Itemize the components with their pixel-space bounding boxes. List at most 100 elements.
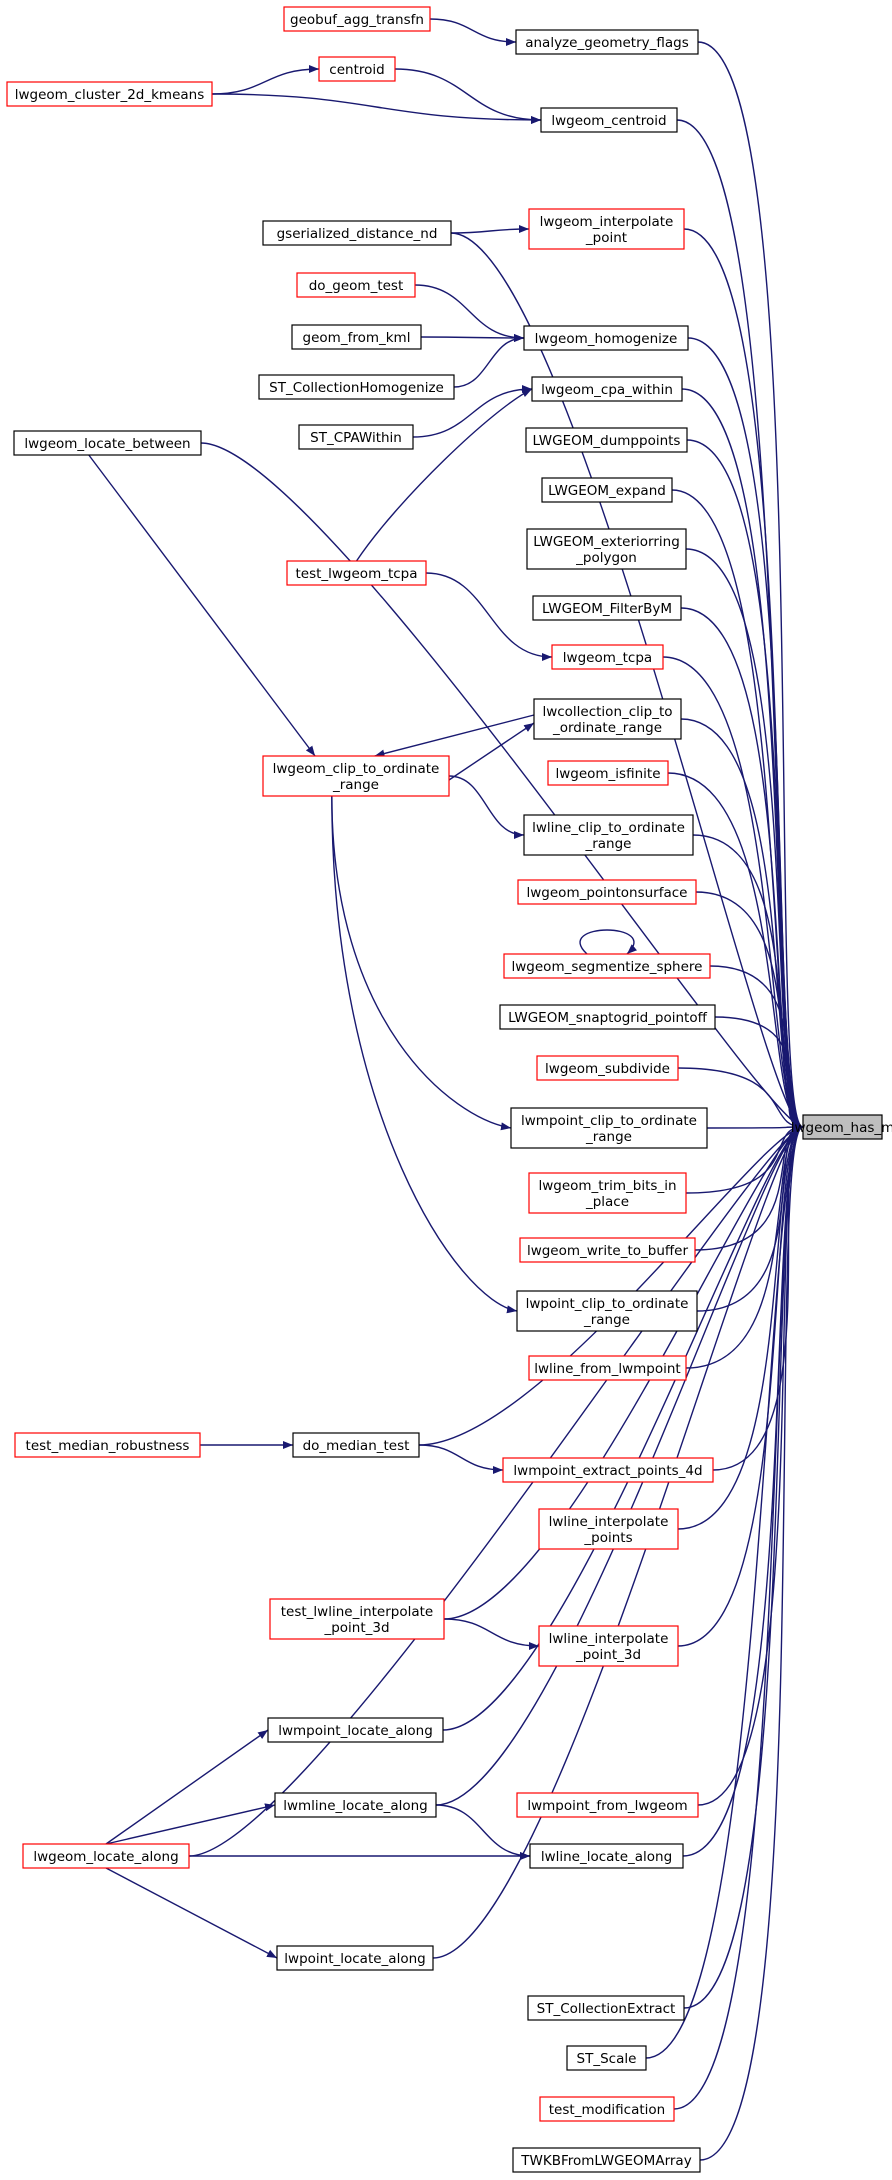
node-label: ST_CollectionHomogenize — [269, 380, 444, 396]
node-label: lwgeom_interpolate — [540, 214, 674, 230]
edge-test-lwgeom-tcpa-to-lwgeom-tcpa — [425, 572, 553, 661]
edge-lwgeom-write-to-buffer-to-lwgeom-has-m — [694, 1123, 804, 1251]
node-label: lwgeom_cluster_2d_kmeans — [15, 87, 205, 103]
edge-st-collectionextract-to-lwgeom-has-m — [683, 1123, 804, 2009]
node-box — [6, 81, 213, 107]
node-analyze-geometry-flags[interactable]: analyze_geometry_flags — [515, 29, 699, 55]
node-geobuf-agg-transfn[interactable]: geobuf_agg_transfn — [283, 6, 431, 32]
node-lwgeom-segmentize-sphere[interactable]: lwgeom_segmentize_sphere — [503, 953, 711, 979]
node-label: _point — [585, 230, 627, 246]
node-box — [516, 1792, 699, 1818]
node-geom-from-kml[interactable]: geom_from_kml — [291, 324, 422, 350]
node-label: lwmpoint_from_lwgeom — [527, 1798, 687, 1814]
node-lwgeom-clip-to-ordinate-range[interactable]: lwgeom_clip_to_ordinate_range — [262, 755, 450, 797]
node-twkbfromlwgeomarray[interactable]: TWKBFromLWGEOMArray — [512, 2147, 701, 2173]
node-lwgeom-cluster-2d-kmeans[interactable]: lwgeom_cluster_2d_kmeans — [6, 81, 213, 107]
node-box — [510, 1107, 708, 1149]
node-label: _points — [583, 1530, 632, 1546]
node-box — [14, 1432, 201, 1458]
node-label: ST_Scale — [577, 2051, 637, 2067]
node-lwcollection-clip-to-ordinate-range[interactable]: lwcollection_clip_to_ordinate_range — [533, 698, 682, 740]
node-label: LWGEOM_exteriorring — [533, 534, 680, 550]
node-lwgeom-snaptogrid-pointoff[interactable]: LWGEOM_snaptogrid_pointoff — [499, 1004, 716, 1030]
node-label: lwcollection_clip_to — [542, 704, 672, 720]
node-lwgeom-locate-along[interactable]: lwgeom_locate_along — [22, 1843, 190, 1869]
edge-lwmline-locate-along-to-lwline-locate-along — [435, 1804, 531, 1860]
node-box — [538, 1508, 679, 1550]
node-label: lwgeom_tcpa — [563, 650, 652, 666]
node-box — [523, 814, 694, 856]
node-box — [566, 2045, 647, 2071]
node-box — [258, 374, 455, 400]
node-lwgeom-write-to-buffer[interactable]: lwgeom_write_to_buffer — [519, 1237, 696, 1263]
node-st-scale[interactable]: ST_Scale — [566, 2045, 647, 2071]
node-st-collectionhomogenize[interactable]: ST_CollectionHomogenize — [258, 374, 455, 400]
node-gserialized-distance-nd[interactable]: gserialized_distance_nd — [262, 220, 452, 246]
node-lwgeom-locate-between[interactable]: lwgeom_locate_between — [13, 430, 202, 456]
node-box — [262, 220, 452, 246]
node-label: _range — [332, 777, 379, 793]
node-box — [503, 953, 711, 979]
node-label: _place — [585, 1194, 629, 1210]
node-test-modification[interactable]: test_modification — [539, 2096, 675, 2122]
node-box — [274, 1792, 437, 1818]
node-lwgeom-trim-bits-in-place[interactable]: lwgeom_trim_bits_in_place — [528, 1172, 687, 1214]
node-lwgeom-isfinite[interactable]: lwgeom_isfinite — [547, 760, 669, 786]
node-lwgeom-homogenize[interactable]: lwgeom_homogenize — [523, 325, 689, 351]
node-centroid[interactable]: centroid — [318, 56, 396, 82]
node-box — [531, 376, 683, 402]
node-lwmline-locate-along[interactable]: lwmline_locate_along — [274, 1792, 437, 1818]
node-box — [276, 1945, 434, 1971]
node-lwgeom-expand[interactable]: LWGEOM_expand — [541, 477, 673, 503]
edge-geom-from-kml-to-lwgeom-homogenize — [420, 333, 525, 342]
edge-lwgeom-locate-along-to-lwgeom-has-m — [188, 1123, 804, 1857]
node-lwgeom-centroid[interactable]: lwgeom_centroid — [540, 107, 678, 133]
node-lwline-interpolate-point-3d[interactable]: lwline_interpolate_point_3d — [538, 1625, 679, 1667]
node-test-lwline-interpolate-point-3d[interactable]: test_lwline_interpolate_point_3d — [269, 1598, 445, 1640]
node-st-collectionextract[interactable]: ST_CollectionExtract — [527, 1995, 685, 2021]
edge-lwgeom-trim-bits-in-place-to-lwgeom-has-m — [685, 1123, 804, 1194]
node-lwgeom-interpolate-point[interactable]: lwgeom_interpolate_point — [528, 208, 685, 250]
node-do-geom-test[interactable]: do_geom_test — [296, 272, 416, 298]
node-lwpoint-locate-along[interactable]: lwpoint_locate_along — [276, 1945, 434, 1971]
node-st-cpawithin[interactable]: ST_CPAWithin — [298, 424, 414, 450]
node-box — [499, 1004, 716, 1030]
edge-lwgeom-clip-to-ordinate-range-to-lwmpoint-clip-to-ordinate-range — [331, 795, 512, 1131]
node-lwmpoint-extract-points-4d[interactable]: lwmpoint_extract_points_4d — [502, 1457, 714, 1483]
node-lwmpoint-clip-to-ordinate-range[interactable]: lwmpoint_clip_to_ordinate_range — [510, 1107, 708, 1149]
edge-lwgeom-clip-to-ordinate-range-to-lwline-clip-to-ordinate-range — [448, 775, 525, 839]
node-lwline-locate-along[interactable]: lwline_locate_along — [529, 1843, 684, 1869]
node-label: lwgeom_locate_along — [33, 1849, 178, 1865]
node-box — [291, 324, 422, 350]
node-box — [517, 879, 697, 905]
node-label: LWGEOM_dumppoints — [533, 433, 681, 449]
node-lwgeom-tcpa[interactable]: lwgeom_tcpa — [551, 644, 664, 670]
node-lwgeom-exteriorring-polygon[interactable]: LWGEOM_exteriorring_polygon — [526, 528, 687, 570]
node-label: lwpoint_locate_along — [284, 1951, 425, 1967]
node-label: lwgeom_isfinite — [555, 766, 660, 782]
node-label: _point_3d — [323, 1620, 389, 1636]
node-test-lwgeom-tcpa[interactable]: test_lwgeom_tcpa — [286, 560, 427, 586]
node-lwmpoint-from-lwgeom[interactable]: lwmpoint_from_lwgeom — [516, 1792, 699, 1818]
node-lwgeom-cpa-within[interactable]: lwgeom_cpa_within — [531, 376, 683, 402]
edge-test-lwline-interpolate-point-3d-to-lwline-interpolate-point-3d — [443, 1618, 540, 1650]
node-box — [528, 208, 685, 250]
node-lwpoint-clip-to-ordinate-range[interactable]: lwpoint_clip_to_ordinate_range — [516, 1290, 698, 1332]
edge-st-scale-to-lwgeom-has-m — [645, 1123, 804, 2059]
node-lwline-from-lwmpoint[interactable]: lwline_from_lwmpoint — [528, 1355, 687, 1381]
edge-lwgeom-locate-along-to-lwmpoint-locate-along — [105, 1729, 269, 1845]
node-lwgeom-pointonsurface[interactable]: lwgeom_pointonsurface — [517, 879, 697, 905]
node-test-median-robustness[interactable]: test_median_robustness — [14, 1432, 201, 1458]
node-lwgeom-has-m[interactable]: lwgeom_has_m — [791, 1114, 892, 1140]
node-label: TWKBFromLWGEOMArray — [520, 2153, 691, 2169]
node-lwgeom-subdivide[interactable]: lwgeom_subdivide — [536, 1055, 679, 1081]
node-label: ST_CPAWithin — [310, 430, 402, 446]
node-lwgeom-filterbym[interactable]: LWGEOM_FilterByM — [532, 595, 682, 621]
node-do-median-test[interactable]: do_median_test — [292, 1432, 420, 1458]
node-lwgeom-dumppoints[interactable]: LWGEOM_dumppoints — [525, 427, 688, 453]
node-lwline-interpolate-points[interactable]: lwline_interpolate_points — [538, 1508, 679, 1550]
node-lwmpoint-locate-along[interactable]: lwmpoint_locate_along — [267, 1717, 444, 1743]
node-lwline-clip-to-ordinate-range[interactable]: lwline_clip_to_ordinate_range — [523, 814, 694, 856]
node-label: lwgeom_centroid — [551, 113, 666, 129]
edge-lwgeom-exteriorring-polygon-to-lwgeom-has-m — [685, 548, 804, 1131]
